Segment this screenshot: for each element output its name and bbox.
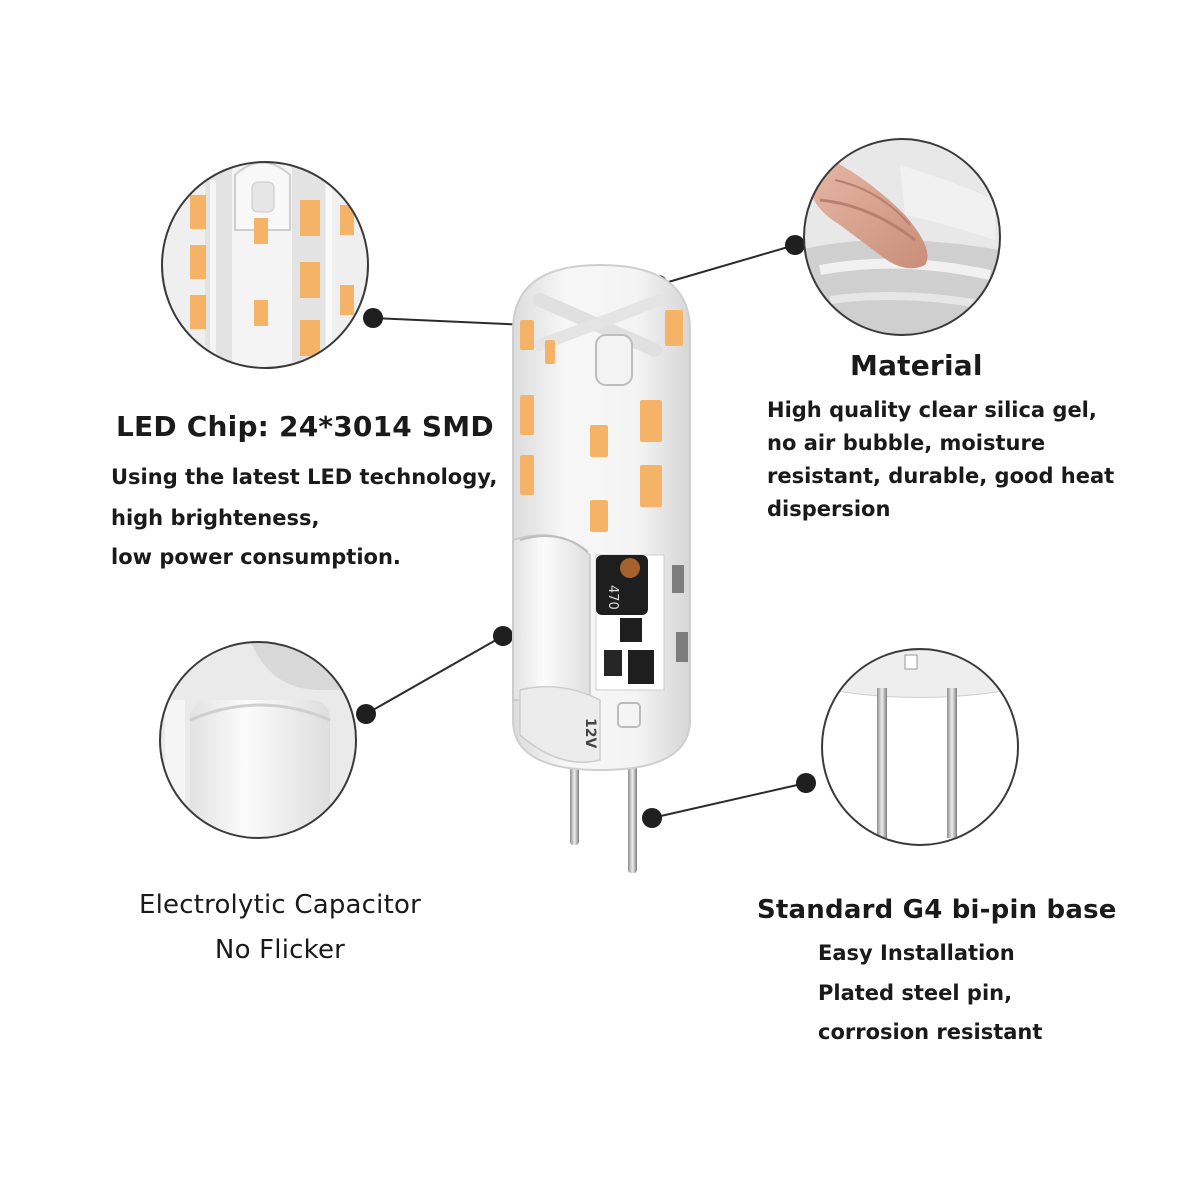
g4-bulb: 470 12V <box>512 263 691 873</box>
base-line-2: Plated steel pin, <box>818 981 1013 1005</box>
dot-capacitor-right <box>493 626 513 646</box>
bulb-pin-left <box>570 765 579 845</box>
zoom-circle-led-chip <box>161 161 369 369</box>
connector-dots <box>356 235 816 828</box>
zoom-circle-pins <box>821 648 1019 846</box>
capacitor-heading: Electrolytic Capacitor <box>139 890 421 920</box>
dot-base-left <box>642 808 662 828</box>
material-heading: Material <box>850 349 983 382</box>
material-line-2: no air bubble, moisture <box>767 431 1046 455</box>
base-line-3: corrosion resistant <box>818 1020 1043 1044</box>
connector-base <box>651 782 807 819</box>
capacitor-subheading: No Flicker <box>214 935 346 965</box>
bulb-led-chips <box>520 310 683 532</box>
dot-material-right <box>785 235 805 255</box>
material-line-1: High quality clear silica gel, <box>767 398 1097 422</box>
connector-led <box>372 317 529 326</box>
base-heading: Standard G4 bi-pin base <box>757 895 1117 925</box>
dot-led-left <box>363 308 383 328</box>
material-line-4: dispersion <box>767 497 891 521</box>
led-chip-line-2: high brighteness, <box>111 506 320 530</box>
connector-lines <box>365 244 807 819</box>
dot-capacitor-left <box>356 704 376 724</box>
zoom-circle-material <box>803 138 1001 336</box>
led-chip-line-1: Using the latest LED technology, <box>111 465 498 489</box>
zoom-circle-capacitor <box>159 641 357 839</box>
bulb-inductor-marking: 470 <box>605 585 620 610</box>
led-chip-heading: LED Chip: 24*3014 SMD <box>116 410 494 443</box>
bulb-pin-right <box>628 765 637 873</box>
connector-material <box>657 244 796 286</box>
dot-base-right <box>796 773 816 793</box>
connector-capacitor <box>365 635 504 715</box>
base-line-1: Easy Installation <box>818 941 1015 965</box>
material-line-3: resistant, durable, good heat <box>767 464 1115 488</box>
bulb-voltage-marking: 12V <box>582 718 598 748</box>
led-chip-line-3: low power consumption. <box>111 545 401 569</box>
